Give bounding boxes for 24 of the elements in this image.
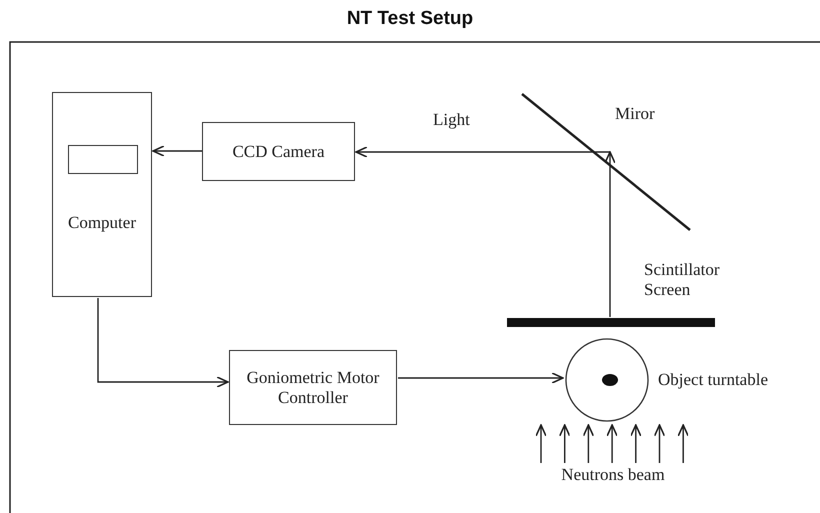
arrow — [677, 424, 689, 463]
part-label: Scintillator Screen — [644, 260, 721, 300]
arrow — [558, 424, 570, 463]
part-label: Object turntable — [658, 370, 768, 390]
arrow — [606, 424, 618, 463]
part-label: Miror — [615, 104, 655, 124]
beam-label: Neutrons beam — [540, 465, 686, 487]
arrow — [604, 151, 616, 317]
edge-label: Light — [433, 110, 470, 130]
scintillator-screen — [507, 318, 715, 327]
process-box: Goniometric Motor Controller — [229, 350, 397, 425]
arrow — [398, 372, 564, 384]
arrow — [152, 145, 202, 157]
computer-box: Computer — [52, 92, 152, 297]
arrow — [630, 424, 642, 463]
arrow — [355, 146, 610, 158]
mirror — [520, 92, 692, 232]
diagram-title: NT Test Setup — [346, 8, 474, 30]
process-box: CCD Camera — [202, 122, 355, 181]
arrow — [582, 424, 594, 463]
arrow — [535, 424, 547, 463]
arrow — [654, 424, 666, 463]
turntable-circle — [565, 338, 649, 422]
arrow — [97, 298, 229, 388]
